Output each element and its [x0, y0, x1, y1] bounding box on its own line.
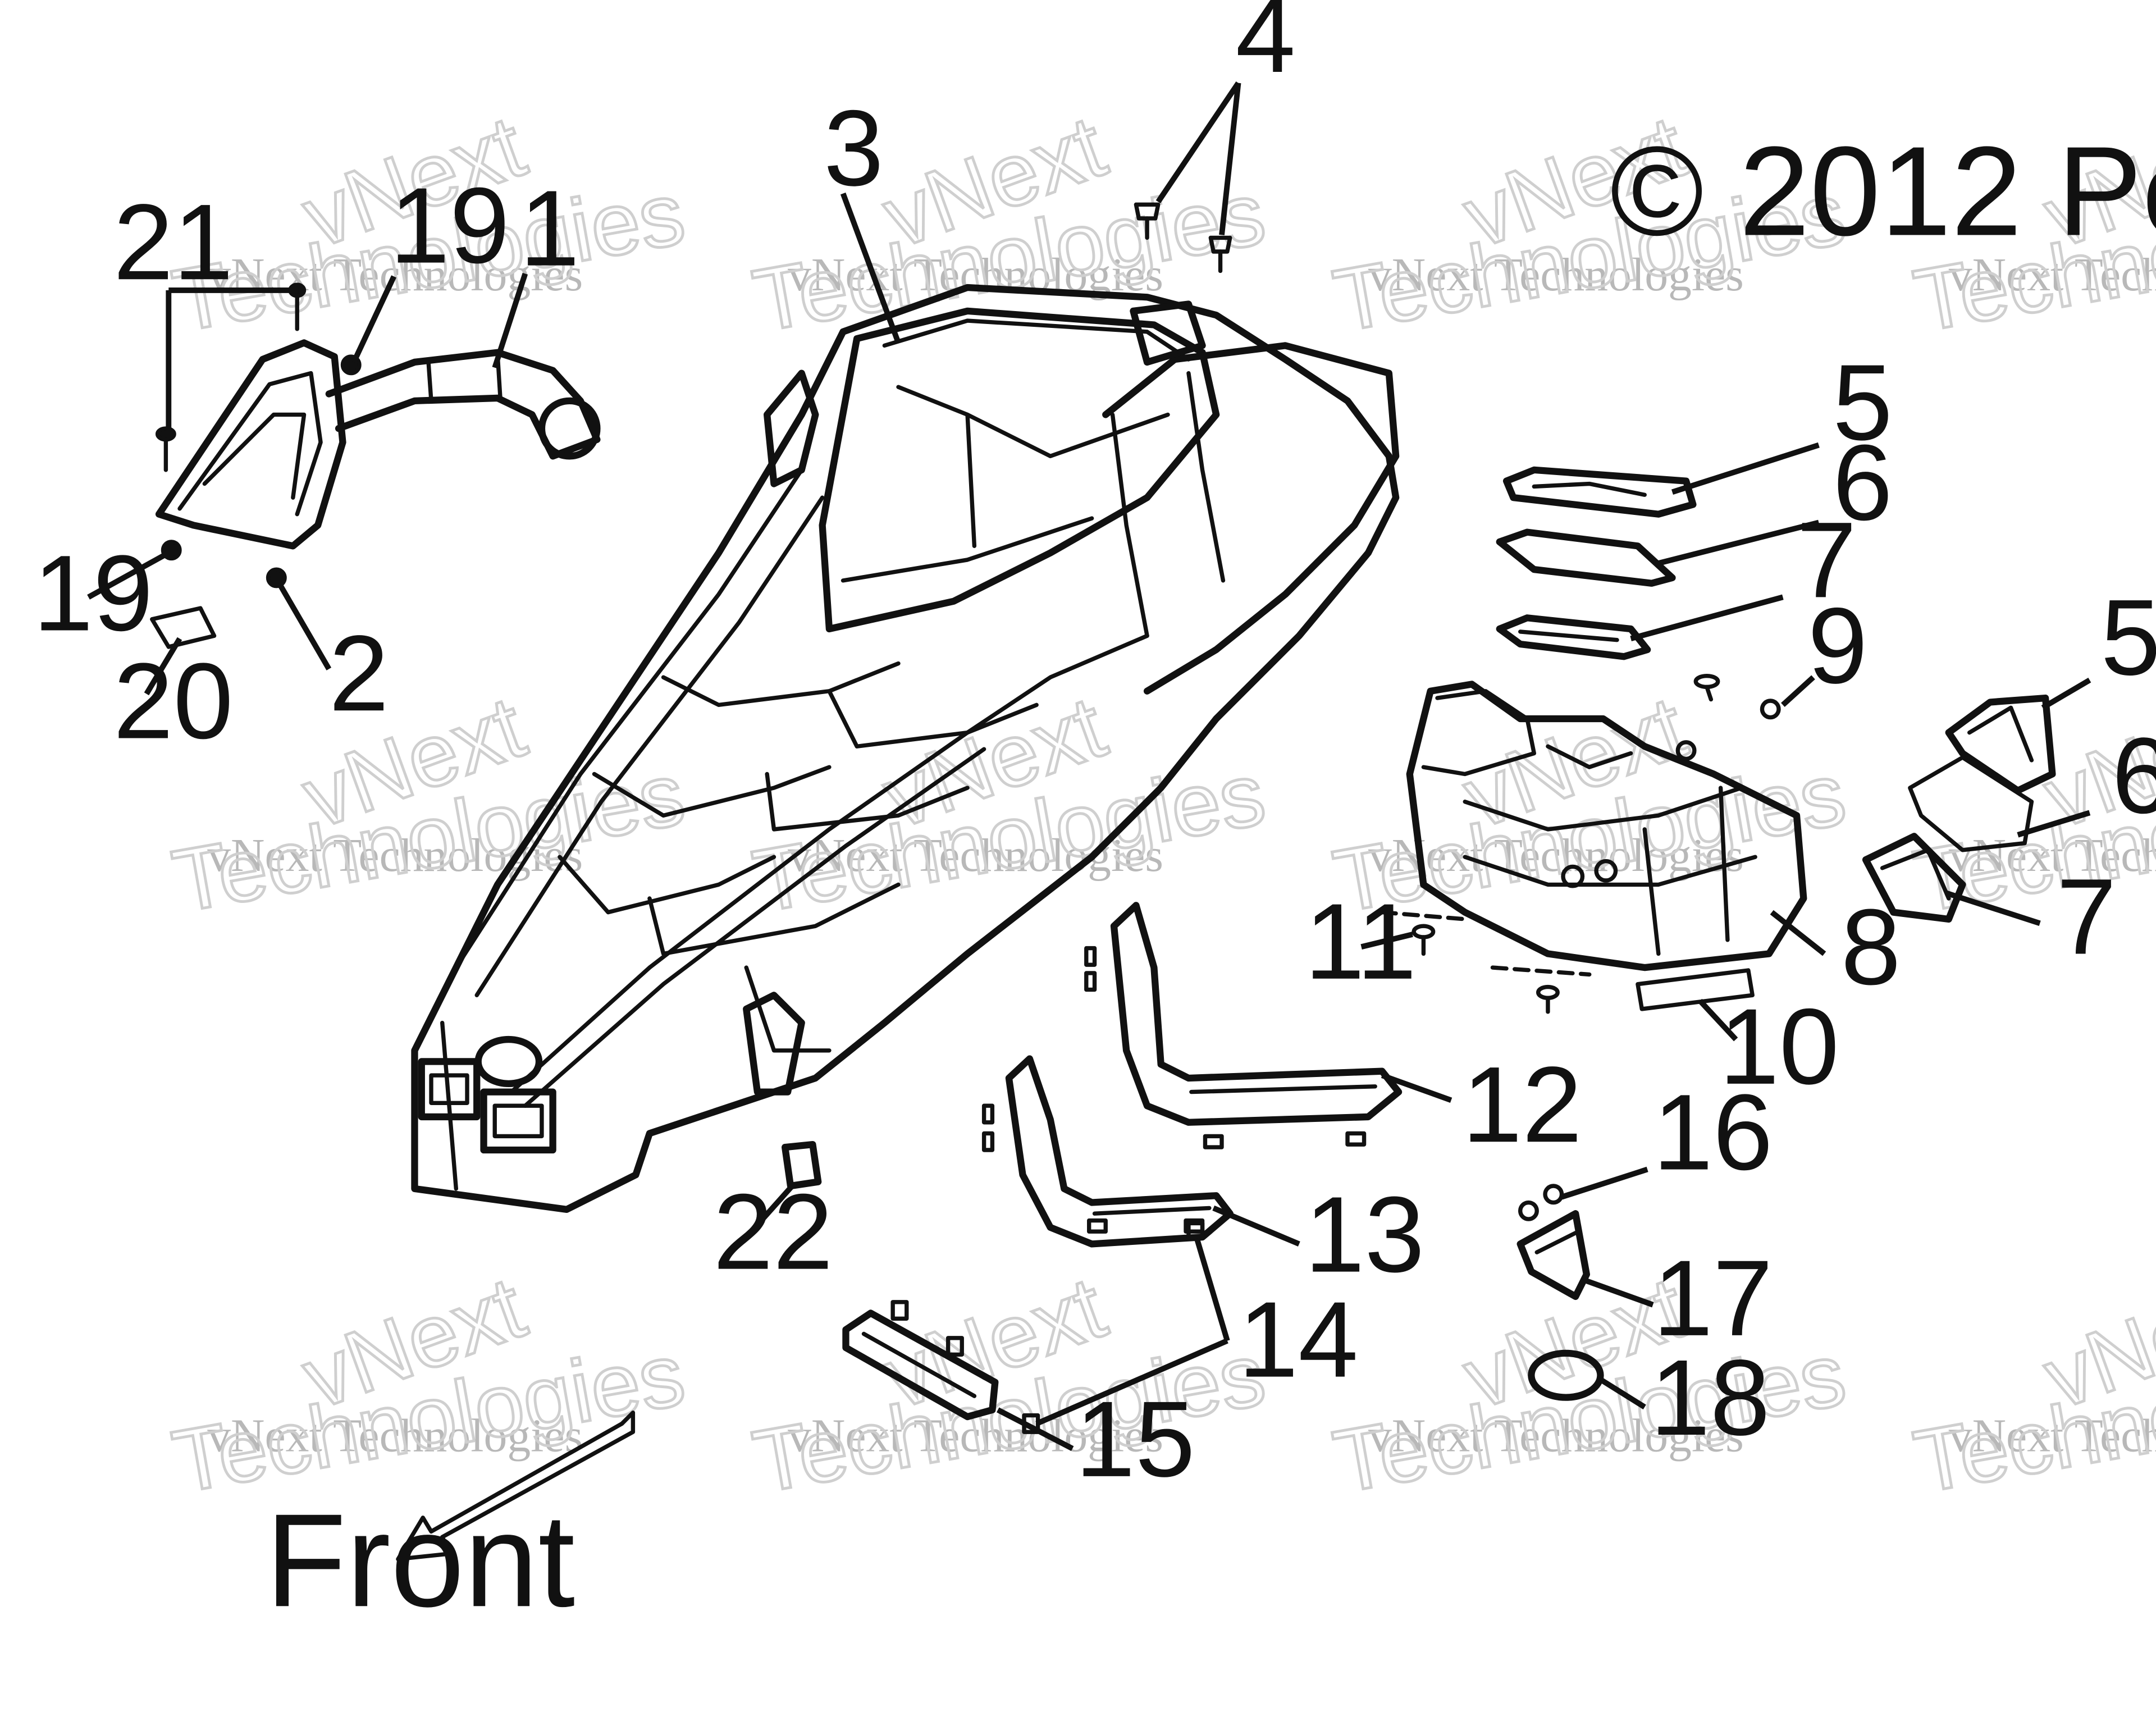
screw-part-9 [1675, 674, 1781, 761]
intake-duct-part-1 [155, 339, 601, 550]
callout-5-upper: 5 [1833, 342, 1893, 463]
vent-part-5-right [1945, 694, 2056, 795]
callout-17: 17 [1653, 1238, 1773, 1358]
callout-19-upper: 19 [390, 165, 510, 286]
callout-4: 4 [1236, 0, 1296, 95]
callout-16: 16 [1653, 1071, 1773, 1192]
hood-body-part-3 [411, 284, 1400, 1213]
pad-part-20 [150, 606, 217, 649]
callout-1: 1 [520, 168, 580, 289]
callout-13: 13 [1305, 1174, 1425, 1295]
callout-2: 2 [329, 613, 389, 733]
callout-11: 11 [1305, 881, 1417, 1002]
callout-8: 8 [1841, 887, 1901, 1007]
grille-part-7-upper [1496, 614, 1651, 660]
watermark-line2: vNext Technologies [1949, 829, 2156, 882]
push-rivet-part-4 [1134, 202, 1232, 273]
copyright-text: © 2012 Polaris Sales Inc. [1610, 120, 2156, 262]
callout-12: 12 [1462, 1044, 1582, 1165]
callout-5-right: 5 [2101, 577, 2156, 697]
gasket-part-6-upper [1496, 528, 1676, 587]
callout-21: 21 [113, 181, 234, 302]
nut-part-16 [1518, 1184, 1564, 1221]
callout-19-lower: 19 [33, 532, 153, 653]
callout-7-upper: 7 [1797, 499, 1857, 620]
callout-6-right: 6 [2112, 715, 2156, 836]
grille-trim-part-12 [1084, 902, 1403, 1149]
front-direction-arrow [396, 1411, 636, 1562]
callout-7-right: 7 [2057, 856, 2117, 976]
clip-part-22 [782, 1141, 822, 1190]
grommet-part-2 [266, 567, 287, 588]
bracket-part-17 [1516, 1210, 1590, 1300]
front-grille-part-15 [842, 1300, 1040, 1434]
clip-part-14 [1186, 1221, 1205, 1239]
vent-part-5-upper [1502, 466, 1697, 518]
watermark-line2: vNext Technologies [1368, 1410, 1744, 1462]
watermark-line2: vNext Technologies [1368, 829, 1744, 882]
callout-10: 10 [1719, 986, 1839, 1107]
gasket-part-6-right [1908, 755, 2034, 852]
callout-18: 18 [1650, 1337, 1770, 1458]
screw-part-11 [1412, 924, 1560, 1014]
callout-22: 22 [713, 1171, 833, 1292]
watermark-line2: vNext Technologies [788, 1410, 1163, 1462]
callout-14: 14 [1239, 1279, 1359, 1400]
callout-9: 9 [1808, 585, 1868, 706]
callout-20: 20 [113, 640, 234, 761]
ring-part-18 [1528, 1349, 1604, 1401]
storage-bin-part-8 [1380, 681, 1807, 977]
grille-trim-part-13 [981, 1055, 1234, 1248]
callout-3: 3 [824, 88, 884, 208]
front-label: Front [266, 1486, 575, 1635]
watermark-line2: vNext Technologies [1949, 249, 2156, 301]
callout-labels: 1 2 3 4 5 6 7 8 9 10 11 12 13 14 15 16 1… [33, 0, 2156, 1499]
watermark-line2: vNext Technologies [788, 829, 1163, 882]
watermark-line2: vNext Technologies [1949, 1410, 2156, 1462]
label-part-10 [1636, 968, 1755, 1011]
callout-15: 15 [1075, 1379, 1195, 1499]
leader-lines [87, 81, 2091, 1452]
grille-part-7-right [1862, 833, 1966, 923]
watermark-line2: vNext Technologies [207, 1410, 583, 1462]
callout-6-upper: 6 [1833, 422, 1893, 543]
watermark-line2: vNext Technologies [1368, 249, 1744, 301]
